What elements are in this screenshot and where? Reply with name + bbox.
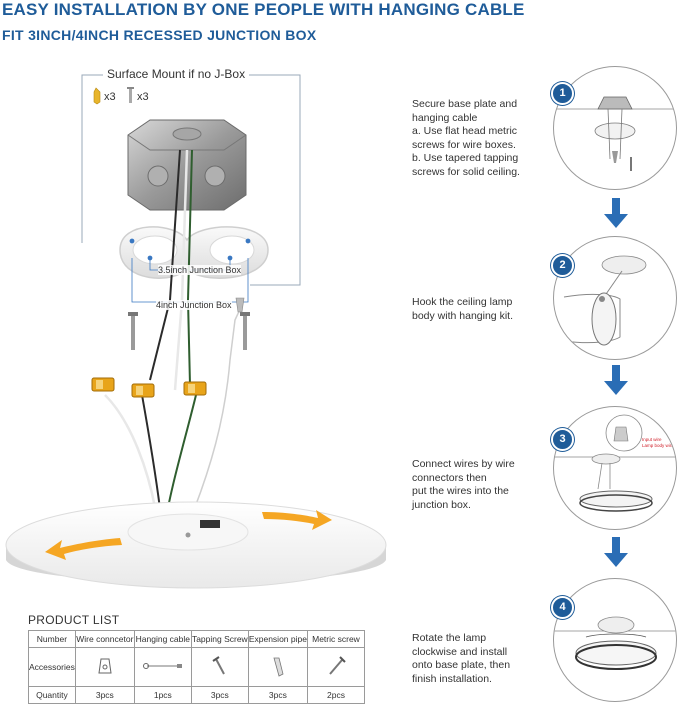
page-title: EASY INSTALLATION BY ONE PEOPLE WITH HAN… bbox=[2, 0, 525, 19]
step-4-badge: 4 bbox=[551, 596, 574, 619]
step-2-badge: 2 bbox=[551, 254, 574, 277]
step-1-text: Secure base plate and hanging cable a. U… bbox=[412, 98, 520, 178]
table-row: Number Wire conncetor Hanging cable Tapp… bbox=[28, 630, 365, 648]
quantity-cell: 3pcs bbox=[190, 686, 249, 704]
quantity-cell: 2pcs bbox=[306, 686, 365, 704]
wall-anchor-icon bbox=[93, 87, 101, 105]
expansion-pipe-cell bbox=[247, 647, 308, 687]
product-list-table: Number Wire conncetor Hanging cable Tapp… bbox=[28, 630, 365, 704]
quantity-cell: 3pcs bbox=[247, 686, 308, 704]
step-arrow-down-icon bbox=[604, 365, 628, 395]
jbox-small-label: 3.5inch Junction Box bbox=[158, 265, 242, 275]
surface-mount-bracket bbox=[81, 74, 301, 286]
jbox-large-label: 4inch Junction Box bbox=[156, 300, 232, 310]
tapping-screw-cell bbox=[190, 647, 249, 687]
table-header-cell: Wire conncetor bbox=[74, 630, 135, 648]
tapping-screw-icon bbox=[127, 87, 134, 103]
step-3-badge: 3 bbox=[551, 428, 574, 451]
mounting-screw-left bbox=[128, 312, 138, 350]
mounting-screw-right bbox=[240, 312, 250, 350]
step-4-text: Rotate the lamp clockwise and install on… bbox=[412, 632, 511, 685]
table-row-label: Quantity bbox=[28, 686, 76, 704]
table-header-cell: Metric screw bbox=[306, 630, 365, 648]
step-2-illustration bbox=[553, 236, 677, 360]
table-header-cell: Tapping Screw bbox=[190, 630, 249, 648]
wire-connector-icon bbox=[98, 658, 112, 674]
expansion-pipe-icon bbox=[273, 657, 284, 677]
quantity-cell: 3pcs bbox=[74, 686, 135, 704]
rotate-arrow-left-icon bbox=[45, 538, 122, 560]
table-row: Accessories bbox=[28, 647, 365, 687]
tapping-screw-icon bbox=[212, 656, 225, 675]
table-header-cell: Expension pipe bbox=[247, 630, 308, 648]
step-3-illustration: Input wire Lamp body wire bbox=[553, 406, 677, 530]
table-header-cell: Hanging cable bbox=[133, 630, 192, 648]
wire-connector-cell bbox=[74, 647, 135, 687]
step-arrow-down-icon bbox=[604, 537, 628, 567]
table-header-cell: Number bbox=[28, 630, 76, 648]
step-1-badge: 1 bbox=[551, 82, 574, 105]
step-4-illustration bbox=[553, 578, 677, 702]
step-2-text: Hook the ceiling lamp body with hanging … bbox=[412, 296, 513, 322]
anchor-quantity: x3 bbox=[104, 91, 116, 103]
table-row: Quantity 3pcs 1pcs 3pcs 3pcs 2pcs bbox=[28, 686, 365, 704]
wire-connector bbox=[91, 377, 115, 392]
step-1-illustration bbox=[553, 66, 677, 190]
table-row-label: Accessories bbox=[28, 647, 76, 687]
quantity-cell: 1pcs bbox=[133, 686, 192, 704]
metric-screw-icon bbox=[329, 656, 346, 675]
product-list-title: PRODUCT LIST bbox=[28, 613, 120, 627]
wire-connector bbox=[183, 381, 207, 396]
surface-mount-label: Surface Mount if no J-Box bbox=[103, 67, 250, 81]
ceiling-lamp-body bbox=[5, 501, 387, 589]
hanging-cable bbox=[189, 297, 245, 521]
hanging-cable-icon bbox=[142, 663, 182, 669]
page-subtitle: FIT 3INCH/4INCH RECESSED JUNCTION BOX bbox=[2, 27, 317, 43]
metric-screw-cell bbox=[306, 647, 365, 687]
rotate-arrow-right-icon bbox=[262, 510, 332, 530]
screw-quantity: x3 bbox=[137, 91, 149, 103]
wire-callout: Input wire Lamp body wire bbox=[642, 437, 674, 448]
step-3-text: Connect wires by wire connectors then pu… bbox=[412, 458, 515, 511]
step-arrow-down-icon bbox=[604, 198, 628, 228]
wire-connector bbox=[131, 383, 155, 398]
hanging-cable-cell bbox=[133, 647, 192, 687]
